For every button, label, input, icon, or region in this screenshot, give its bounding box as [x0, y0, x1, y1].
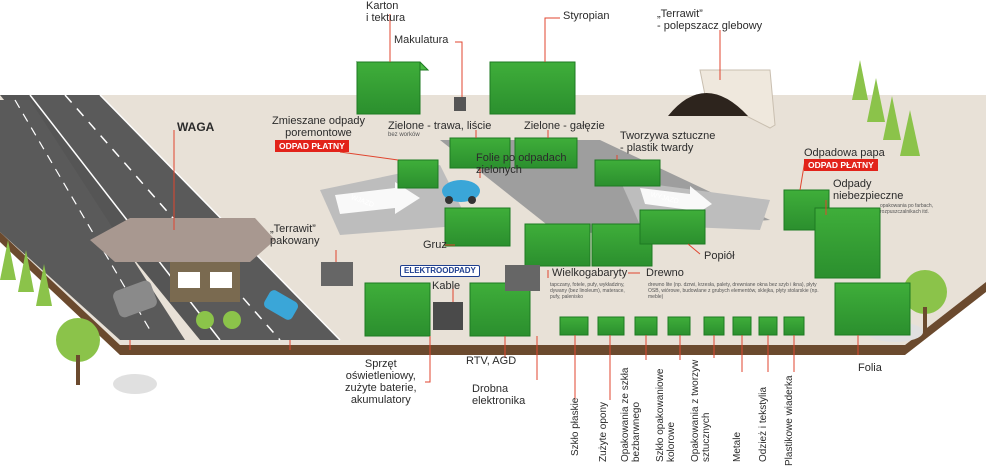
bin-terrawit-pakowany: [321, 262, 353, 286]
label-zielone-galezie: Zielone - gałęzie: [524, 120, 605, 132]
bin-elektro: [505, 265, 540, 291]
container-tworzywa: [594, 159, 661, 187]
label-wielkogabaryty-sub: tapczany, fotele, pufy, wykładziny, dywa…: [550, 282, 625, 300]
container-folia: [834, 282, 911, 336]
label-bin-szklo-bezbarwne: Opakowania ze szkła bezbarwnego: [620, 367, 642, 463]
trees-left: [0, 240, 52, 306]
label-folia: Folia: [858, 362, 882, 374]
label-kable: Kable: [432, 280, 461, 292]
badge-elektroodpady: ELEKTROODPADY: [400, 265, 480, 277]
label-styropian: Styropian: [563, 10, 610, 22]
label-zmieszane: Zmieszane odpady poremontowe: [272, 115, 365, 139]
main-road: [30, 95, 340, 340]
label-karton: Karton i tektura: [366, 0, 406, 24]
bin-tworzywa: [703, 316, 725, 336]
wjazd-arrow: [335, 182, 420, 214]
container-trawa: [449, 137, 511, 169]
container-zmieszane: [397, 159, 439, 189]
label-bin-opony: Zużyte opony: [598, 401, 609, 462]
bin-tekstylia: [758, 316, 778, 336]
label-waga: WAGA: [177, 120, 215, 134]
label-bin-metale: Metale: [732, 431, 743, 462]
container-karton: [356, 61, 421, 115]
compost-pile: [668, 93, 748, 116]
label-tworzywa-twarde: Tworzywa sztuczne - plastik twardy: [620, 130, 716, 154]
bin-kable: [433, 302, 463, 330]
badge-odpad-platny-1: ODPAD PŁATNY: [275, 140, 349, 152]
bin-wiaderka: [783, 316, 805, 336]
label-drewno: Drewno: [646, 267, 684, 279]
label-gruz: Gruz: [423, 239, 447, 251]
container-gruz: [444, 207, 511, 247]
bin-metale: [732, 316, 752, 336]
container-niebezpieczne: [814, 207, 881, 279]
label-makulatura: Makulatura: [394, 34, 449, 46]
label-rtv-agd: RTV, AGD: [466, 355, 517, 367]
bin-makulatura: [454, 97, 466, 111]
label-bin-szklo-plaskie: Szkło płaskie: [570, 397, 581, 456]
label-odpadowa-papa: Odpadowa papa: [804, 147, 885, 159]
container-sprzet: [364, 282, 431, 337]
bin-opony: [597, 316, 625, 336]
label-zielone-trawa: Zielone - trawa, liście: [388, 120, 492, 132]
car-grey: [113, 280, 157, 318]
label-niebezpieczne-sub: opakowania po farbach, rozpuszczalnikach…: [880, 203, 934, 215]
badge-odpad-platny-2: ODPAD PŁATNY: [804, 159, 878, 171]
trees-right: [852, 60, 920, 156]
container-wielkogabaryty: [524, 223, 591, 267]
car-blue-road: [263, 290, 299, 320]
bin-szklo-kolorowe: [667, 316, 691, 336]
label-niebezpieczne: Odpady niebezpieczne: [833, 178, 904, 202]
label-terrawit-polepszacz: „Terrawit” - polepszacz glebowy: [657, 8, 763, 32]
left-road: [0, 100, 185, 340]
container-rtv: [469, 282, 531, 337]
label-wielkogabaryty: Wielkogabaryty: [552, 267, 628, 279]
label-bin-tekstylia: Odzież i tekstylia: [758, 386, 769, 462]
label-drewno-sub: drewno lite (np. dzrwi, krzesła, palety,…: [648, 282, 819, 300]
label-bin-szklo-kolorowe: Szkło opakowaniowe kolorowe: [655, 368, 677, 462]
label-bin-tworzywa: Opakowania z tworzyw sztucznych: [690, 359, 712, 462]
container-styropian: [489, 61, 576, 115]
bin-szklo-plaskie: [559, 316, 589, 336]
label-folie-zielone: Folie po odpadach zielonych: [476, 152, 567, 176]
waga-roof: [90, 218, 275, 262]
terrawit-wall: [699, 69, 776, 129]
round-tree-right: [903, 270, 947, 314]
label-popiol: Popiół: [704, 250, 735, 262]
label-sprzet: Sprzęt oświetleniowy, zużyte baterie, ak…: [345, 358, 417, 406]
label-drobna: Drobna elektronika: [472, 383, 526, 407]
label-terrawit-pakowany: „Terrawit” pakowany: [270, 223, 320, 247]
container-galezie: [514, 137, 578, 169]
bin-szklo-bezbarwne: [634, 316, 658, 336]
round-tree-left: [56, 318, 100, 362]
label-bin-wiaderka: Plastikowe wiaderka: [784, 375, 795, 466]
container-popiol: [639, 209, 706, 245]
label-bez-workow: bez worków: [388, 132, 420, 138]
containers: [355, 61, 911, 337]
leader-lines: [129, 14, 859, 400]
